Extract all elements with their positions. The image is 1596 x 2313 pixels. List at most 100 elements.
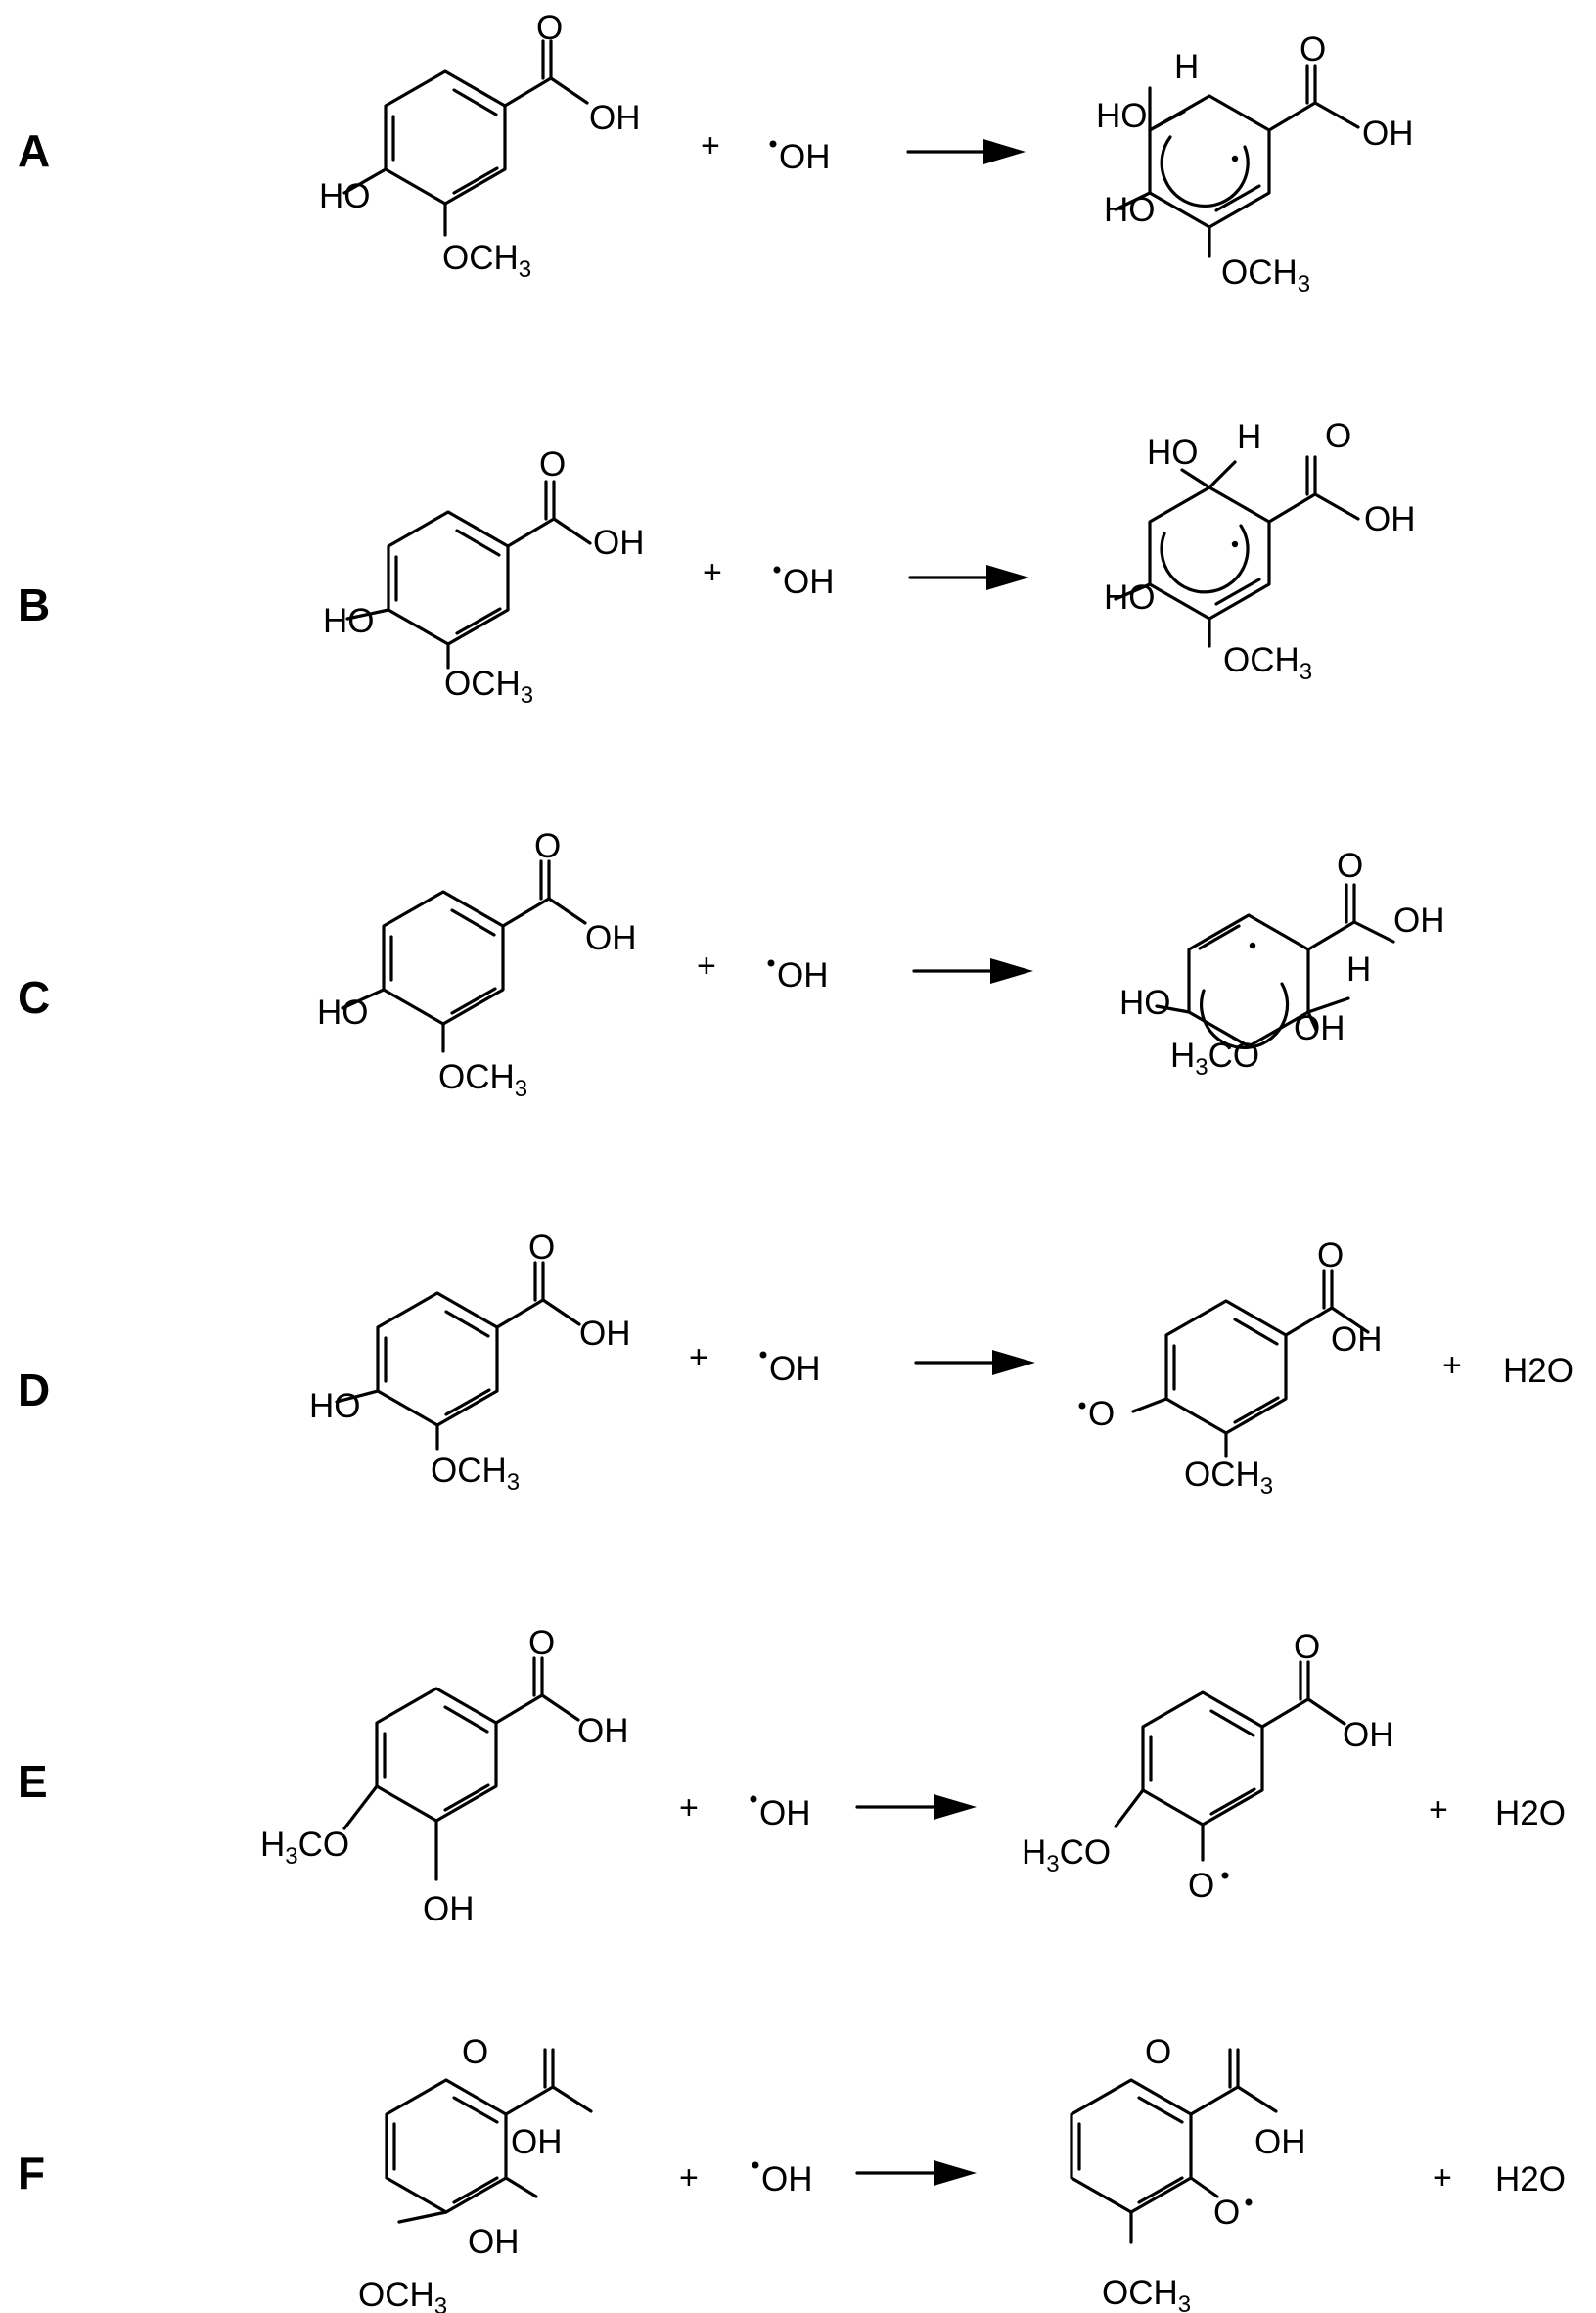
carbonyl-oxygen: O bbox=[528, 1624, 555, 1662]
hydrogen-label: H bbox=[1346, 950, 1371, 989]
acid-hydroxyl: OH bbox=[577, 1712, 629, 1750]
hydroxyl-label: HO bbox=[309, 1387, 361, 1425]
plus-sign: + bbox=[1429, 1791, 1448, 1828]
acid-hydroxyl: OH bbox=[585, 919, 637, 957]
radical-dot bbox=[759, 1351, 767, 1359]
methoxy-label: OCH3 bbox=[442, 239, 531, 283]
hydroxyl-label: HO bbox=[1104, 191, 1156, 229]
product-molecule bbox=[1114, 64, 1360, 258]
acid-hydroxyl: OH bbox=[1362, 115, 1414, 153]
hydroxyl-label: HO bbox=[1104, 578, 1156, 617]
carbonyl-oxygen: O bbox=[1145, 2033, 1171, 2071]
row-a: A O OH HO OCH3 + OH bbox=[18, 9, 1414, 298]
hydroxyl-radical: OH bbox=[777, 956, 829, 995]
reactant-molecule bbox=[335, 1261, 581, 1451]
arrow-head bbox=[992, 1350, 1035, 1375]
row-label: B bbox=[18, 579, 50, 630]
row-label: F bbox=[18, 2148, 45, 2198]
hydroxyl-label: HO bbox=[319, 177, 371, 215]
carbonyl-oxygen: O bbox=[536, 9, 563, 47]
product-molecule bbox=[1155, 883, 1395, 1049]
row-label: C bbox=[18, 972, 50, 1023]
reactant-molecule bbox=[342, 1656, 580, 1881]
radical-center-dot bbox=[1231, 540, 1239, 548]
carbonyl-oxygen: O bbox=[1300, 30, 1326, 69]
acid-hydroxyl: OH bbox=[1254, 2123, 1306, 2161]
methoxy-label: OCH3 bbox=[1221, 254, 1310, 298]
added-hydroxyl: HO bbox=[1147, 434, 1199, 472]
row-b: B O OH HO OCH3 + OH bbox=[18, 417, 1416, 709]
methoxy-label: H3CO bbox=[1170, 1037, 1259, 1081]
water-label: H2O bbox=[1503, 1352, 1573, 1390]
carbonyl-oxygen: O bbox=[462, 2033, 488, 2071]
methoxy-label: OCH3 bbox=[1223, 641, 1312, 685]
phenoxyl-oxygen: O bbox=[1213, 2194, 1240, 2232]
radical-dot bbox=[752, 2161, 759, 2169]
row-e: E O OH H3CO OH + OH O bbox=[18, 1624, 1566, 1928]
plus-sign: + bbox=[689, 1339, 708, 1376]
hydroxyl-label: OH bbox=[468, 2223, 520, 2261]
reactant-molecule bbox=[341, 859, 587, 1053]
phenoxyl-oxygen: O bbox=[1088, 1395, 1115, 1433]
radical-center-dot bbox=[1231, 155, 1239, 162]
methoxy-label: H3CO bbox=[260, 1826, 349, 1870]
reactant-molecule bbox=[342, 39, 589, 237]
methoxy-label: H3CO bbox=[1022, 1833, 1111, 1877]
carbonyl-oxygen: O bbox=[1337, 847, 1363, 885]
carbonyl-oxygen: O bbox=[1317, 1236, 1344, 1274]
radical-center-dot bbox=[1249, 942, 1256, 949]
plus-sign: + bbox=[703, 554, 722, 591]
acid-hydroxyl: OH bbox=[1393, 902, 1445, 940]
methoxy-label: OCH3 bbox=[1184, 1456, 1273, 1500]
arrow-head bbox=[986, 565, 1029, 590]
product-molecule bbox=[1070, 2048, 1278, 2244]
hydroxyl-label: HO bbox=[323, 602, 375, 640]
plus-sign: + bbox=[679, 2159, 699, 2197]
acid-hydroxyl: OH bbox=[593, 524, 645, 562]
hydroxyl-radical: OH bbox=[769, 1350, 821, 1388]
hydrogen-label: H bbox=[1237, 418, 1261, 456]
acid-hydroxyl: OH bbox=[589, 99, 641, 137]
arrow-head bbox=[990, 958, 1033, 984]
hydroxyl-radical: OH bbox=[759, 1794, 811, 1832]
carbonyl-oxygen: O bbox=[539, 445, 566, 484]
radical-dot bbox=[767, 959, 775, 967]
acid-hydroxyl: OH bbox=[1364, 500, 1416, 538]
plus-sign: + bbox=[1433, 2159, 1452, 2197]
phenoxyl-oxygen: O bbox=[1188, 1867, 1214, 1905]
product-molecule bbox=[1131, 1269, 1370, 1458]
reactant-molecule bbox=[385, 2048, 593, 2224]
methoxy-label: OCH3 bbox=[1102, 2274, 1191, 2313]
plus-sign: + bbox=[701, 127, 720, 164]
water-label: H2O bbox=[1495, 1794, 1566, 1832]
hydroxyl-radical: OH bbox=[779, 138, 831, 176]
plus-sign: + bbox=[1442, 1347, 1462, 1384]
acid-hydroxyl: OH bbox=[1343, 1716, 1394, 1754]
radical-dot bbox=[769, 140, 777, 148]
radical-dot bbox=[1245, 2198, 1253, 2206]
radical-dot bbox=[773, 566, 781, 574]
reactant-molecule bbox=[345, 480, 592, 670]
hydroxyl-radical: OH bbox=[761, 2160, 813, 2198]
carbonyl-oxygen: O bbox=[1294, 1628, 1320, 1666]
plus-sign: + bbox=[679, 1789, 699, 1827]
product-molecule bbox=[1114, 455, 1360, 648]
plus-sign: + bbox=[697, 948, 716, 985]
acid-hydroxyl: OH bbox=[1331, 1320, 1383, 1359]
carbonyl-oxygen: O bbox=[1325, 417, 1351, 455]
arrow-head bbox=[983, 139, 1026, 164]
carbonyl-oxygen: O bbox=[534, 827, 561, 865]
radical-dot bbox=[1221, 1872, 1229, 1879]
water-label: H2O bbox=[1495, 2160, 1566, 2198]
radical-dot bbox=[750, 1795, 757, 1803]
methoxy-label: OCH3 bbox=[444, 665, 533, 709]
product-molecule bbox=[1114, 1660, 1346, 1862]
arrow-head bbox=[934, 2160, 977, 2186]
row-f: F O OH OH OCH3 + OH bbox=[18, 2033, 1566, 2313]
methoxy-label: OCH3 bbox=[438, 1058, 527, 1102]
arrow-head bbox=[934, 1794, 977, 1820]
radical-dot bbox=[1078, 1402, 1086, 1410]
row-label: A bbox=[18, 125, 50, 176]
hydroxyl-label: HO bbox=[317, 994, 369, 1032]
